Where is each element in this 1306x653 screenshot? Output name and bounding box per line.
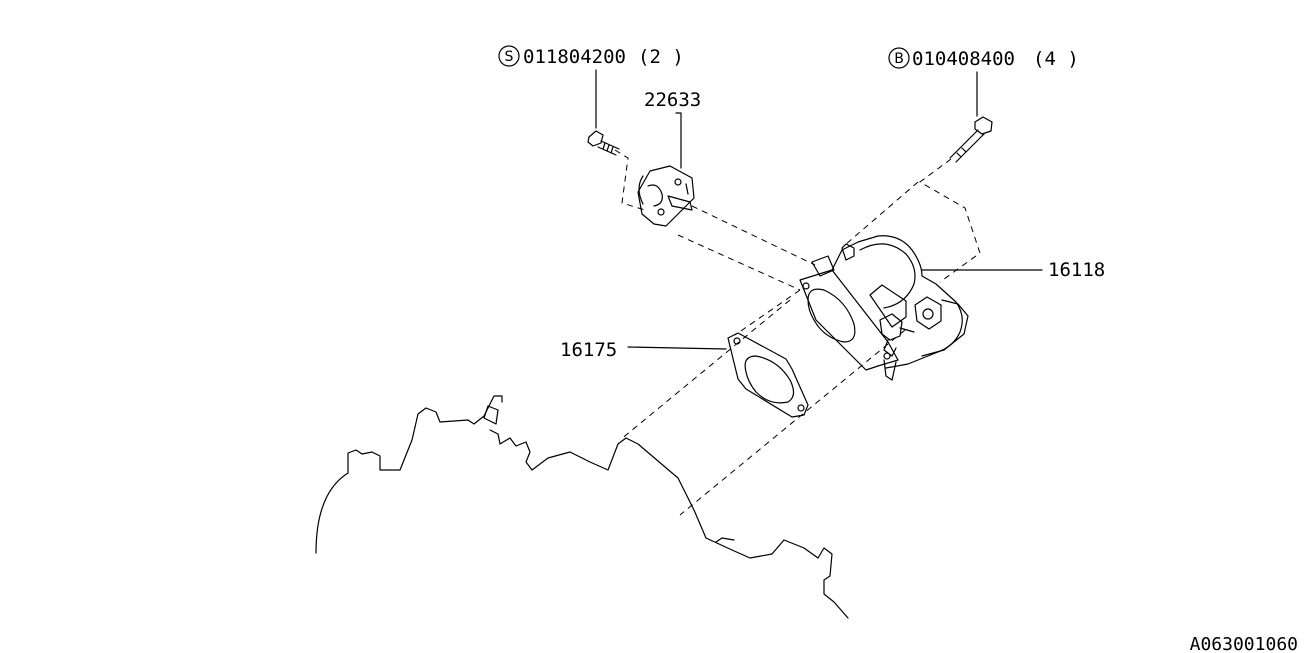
throttle-body-icon (799, 235, 969, 381)
screw-badge-icon (498, 45, 520, 67)
callout-bolt[interactable]: B 010408400 (4 ) (888, 47, 1079, 117)
gasket-part-number: 16175 (560, 339, 617, 361)
gasket-leader-line (627, 346, 727, 350)
screw-part-number: 011804200 (523, 46, 626, 68)
throttle-body-part-number: 16118 (1048, 259, 1105, 281)
callout-gasket[interactable]: 16175 (560, 339, 727, 361)
callout-idle-air-control-valve[interactable]: 22633 (644, 89, 701, 169)
iac-part-number: 22633 (644, 89, 701, 111)
bolt-quantity: (4 ) (1033, 48, 1079, 70)
bolt-badge-icon (888, 47, 910, 69)
bolt-part-number: 010408400 (912, 48, 1015, 70)
idle-air-control-valve-icon (637, 165, 695, 227)
bolt-badge-letter: B (894, 51, 904, 67)
bolt-icon (949, 116, 993, 163)
iac-leader-line (675, 112, 682, 169)
screw-badge-letter: S (505, 49, 514, 65)
callout-screw[interactable]: S 011804200 (2 ) (498, 45, 684, 129)
callout-throttle-body[interactable]: 16118 (921, 259, 1105, 281)
diagram-code: A063001060 (1190, 634, 1298, 653)
screw-icon (587, 130, 620, 156)
gasket-icon (727, 332, 809, 418)
screw-quantity: (2 ) (638, 46, 684, 68)
intake-manifold-outline (315, 395, 849, 619)
assembly-guide-lines (614, 149, 981, 516)
